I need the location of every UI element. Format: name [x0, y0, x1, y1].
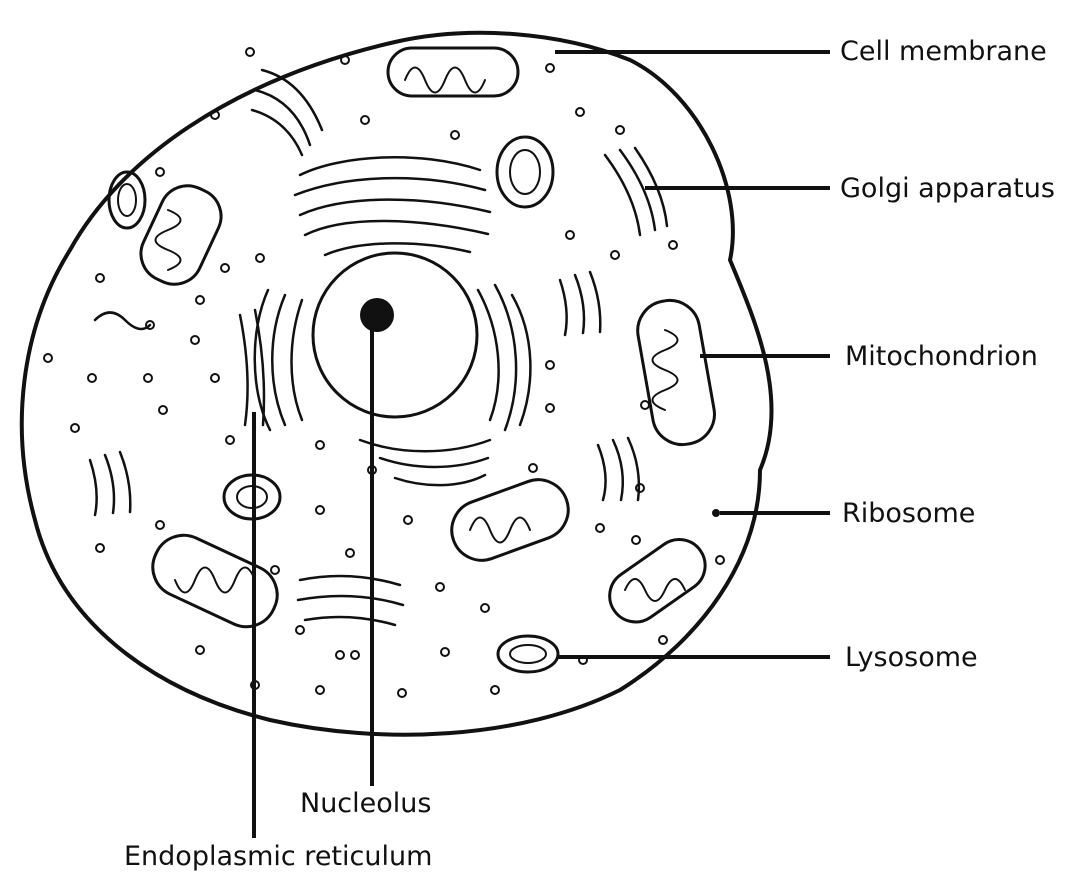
mitochondria: [132, 48, 719, 637]
nucleus: [313, 253, 477, 417]
golgi-stacks: [90, 70, 667, 625]
label-mitochondrion: Mitochondrion: [845, 343, 1038, 370]
lysosomes: [109, 137, 558, 672]
label-nucleolus: Nucleolus: [300, 790, 431, 817]
cell-membrane-outline: [22, 33, 772, 735]
label-lysosome: Lysosome: [845, 644, 978, 671]
label-ribosome: Ribosome: [842, 500, 975, 527]
label-cell-membrane: Cell membrane: [840, 38, 1047, 65]
label-endoplasmic-reticulum: Endoplasmic reticulum: [124, 843, 432, 870]
ribosome-pointer-dot: [712, 509, 720, 517]
nucleolus: [360, 298, 394, 332]
label-golgi-apparatus: Golgi apparatus: [840, 175, 1055, 202]
